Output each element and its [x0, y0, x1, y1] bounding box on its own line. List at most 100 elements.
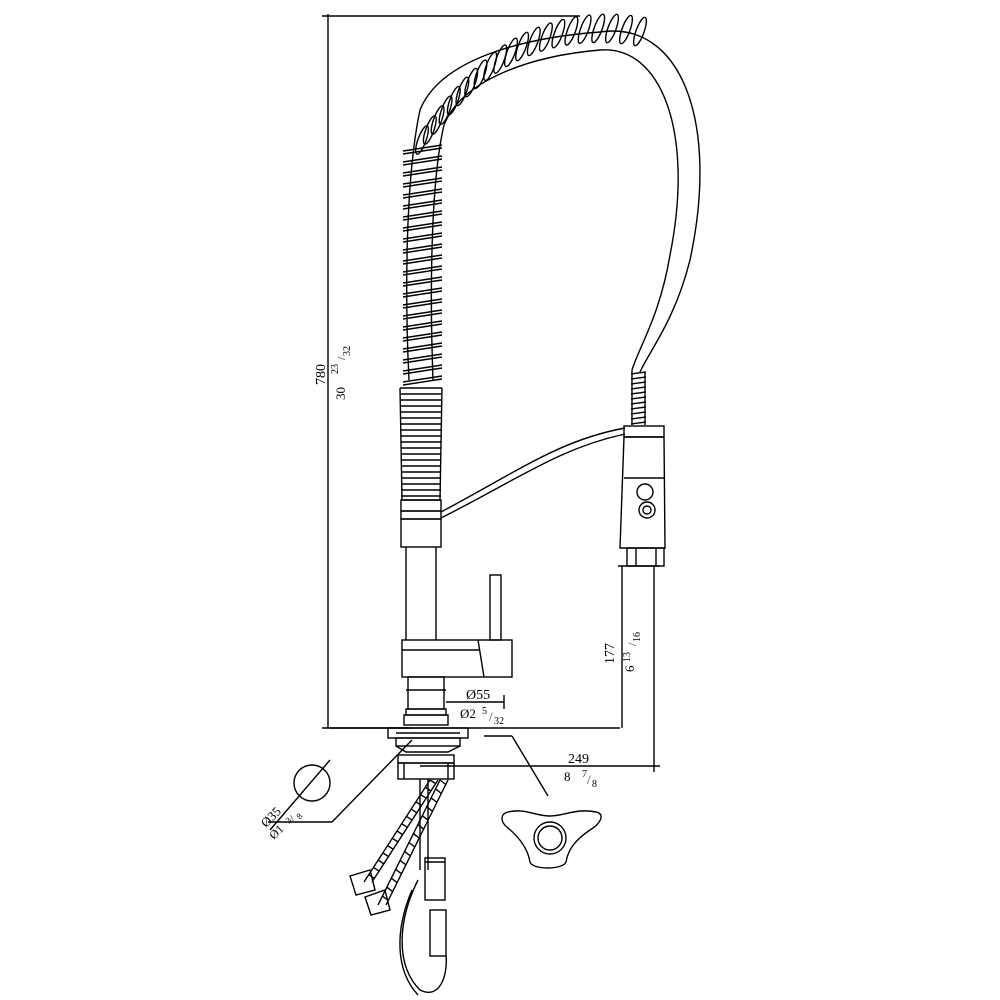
- spring-coil-turn: [402, 331, 443, 342]
- spray-height-dim: [618, 565, 660, 728]
- height-inch-whole: 30: [333, 387, 348, 400]
- height-fraction-bar: /: [334, 356, 348, 360]
- supply-hose-braid: [421, 815, 429, 821]
- corrugated-lines: [401, 393, 441, 497]
- spring-coil-turn: [430, 105, 445, 135]
- supply-hose-braid: [410, 808, 418, 814]
- supply-hose-braid: [382, 852, 389, 858]
- body-diameter-dim: [446, 695, 505, 709]
- spring-coil-turn: [551, 18, 566, 49]
- supply-hose-braid: [430, 797, 438, 803]
- supply-hose-braid: [390, 877, 398, 884]
- supply-hose-braid: [396, 830, 403, 836]
- hose-rib: [630, 391, 647, 395]
- supply-hoses: [363, 779, 449, 906]
- spring-coil-turn: [402, 375, 443, 386]
- spring-coil: [402, 13, 648, 386]
- dim-reach-text: 249 8 7 / 8: [564, 752, 597, 790]
- spring-coil-turn: [526, 26, 541, 57]
- spring-coil-turn: [618, 14, 634, 45]
- spring-coil-turn: [402, 298, 443, 309]
- supply-hose-braid: [404, 850, 411, 857]
- reach-inch-whole: 8: [564, 769, 571, 784]
- reach-inch-num: 7: [582, 769, 587, 780]
- dim-body-text: Ø55 Ø2 5 / 32: [460, 688, 504, 727]
- body-diam-inch-whole: Ø2: [460, 706, 476, 721]
- spring-coil-turn: [402, 265, 443, 276]
- supply-hose-edge: [371, 779, 439, 883]
- spring-coil-turn: [402, 342, 443, 353]
- spring-coil-turn: [632, 16, 648, 47]
- spray-inch-num: 13: [622, 652, 633, 662]
- reach-fraction-bar: /: [587, 772, 591, 787]
- body-diam-inch-den: 32: [494, 716, 504, 727]
- mounting-bracket-detail: [501, 810, 602, 869]
- hose-rib: [630, 386, 647, 390]
- spout-tube: [405, 547, 437, 640]
- supply-hose-braid: [395, 868, 402, 875]
- faucet-body: [387, 574, 513, 753]
- spring-coil-turn: [564, 16, 579, 46]
- supply-hose-braid: [435, 788, 442, 794]
- supply-hose-braid: [412, 833, 420, 839]
- supply-hose-braid: [387, 845, 394, 850]
- spring-coil-turn: [464, 67, 479, 98]
- height-dimension-lines: [322, 14, 580, 729]
- spring-coil-turn: [493, 44, 508, 74]
- supply-hose-braid: [406, 815, 413, 821]
- spring-inner-tube: [406, 31, 601, 381]
- spring-collar: [400, 499, 442, 548]
- hose-rib: [630, 406, 647, 410]
- supply-hose-braid: [426, 806, 433, 812]
- supply-hose-braid: [386, 886, 394, 893]
- hose-rib: [630, 371, 647, 375]
- spring-coil-turn: [402, 155, 443, 166]
- hose-rib: [630, 411, 647, 415]
- spring-coil-turn: [503, 37, 519, 68]
- supply-hose-edge: [385, 779, 449, 906]
- spring-coil-turn: [604, 13, 620, 44]
- spray-inch-den: 16: [632, 632, 643, 642]
- spring-coil-turn: [402, 309, 443, 320]
- body-diam-mm: Ø55: [466, 688, 490, 703]
- hole-callout: [268, 739, 413, 831]
- supply-hose-braid: [401, 823, 408, 828]
- hole-inch-den: 8: [294, 811, 305, 822]
- supply-hose-braid: [417, 824, 425, 830]
- spray-head: [619, 425, 666, 567]
- spring-coil-turn: [577, 14, 592, 45]
- supply-hose-braid: [415, 801, 422, 807]
- spray-cable: [440, 427, 626, 519]
- reach-dim: [420, 566, 660, 797]
- hose-rib-section: [630, 371, 647, 425]
- hose-rib: [630, 381, 647, 385]
- supply-nut-left: [349, 869, 391, 916]
- spring-coil-turn: [402, 254, 443, 265]
- spring-coil-turn: [455, 76, 470, 107]
- supply-hose-braid: [429, 779, 436, 785]
- reach-mm: 249: [568, 752, 589, 767]
- body-diam-inch-num: 5: [482, 706, 487, 717]
- spring-coil-turn: [402, 243, 443, 254]
- supply-hose-braid: [399, 859, 407, 866]
- supply-hose-braid: [424, 786, 432, 792]
- spring-coil-turn: [402, 287, 443, 298]
- supply-hose-braid: [420, 794, 427, 799]
- height-inch-num: 23: [330, 364, 341, 374]
- spray-inch-whole: 6: [622, 665, 637, 672]
- spring-coil-turn: [402, 221, 443, 232]
- bottom-hose: [401, 879, 447, 993]
- supply-hose-braid: [439, 779, 447, 786]
- spring-coil-turn: [591, 13, 606, 44]
- dim-height-text: 780 30 23 / 32: [314, 346, 353, 400]
- dim-spray-text: 177 6 13 / 16: [603, 632, 643, 672]
- dim-hole-text: Ø35 Ø1 3 / 8: [258, 804, 305, 842]
- supply-hose-braid: [377, 859, 385, 865]
- spring-coil-turn: [402, 276, 443, 287]
- spring-coil-turn: [402, 353, 443, 364]
- supply-hose-braid: [373, 866, 380, 872]
- spray-hose: [599, 30, 701, 425]
- supply-hose-braid: [391, 837, 399, 843]
